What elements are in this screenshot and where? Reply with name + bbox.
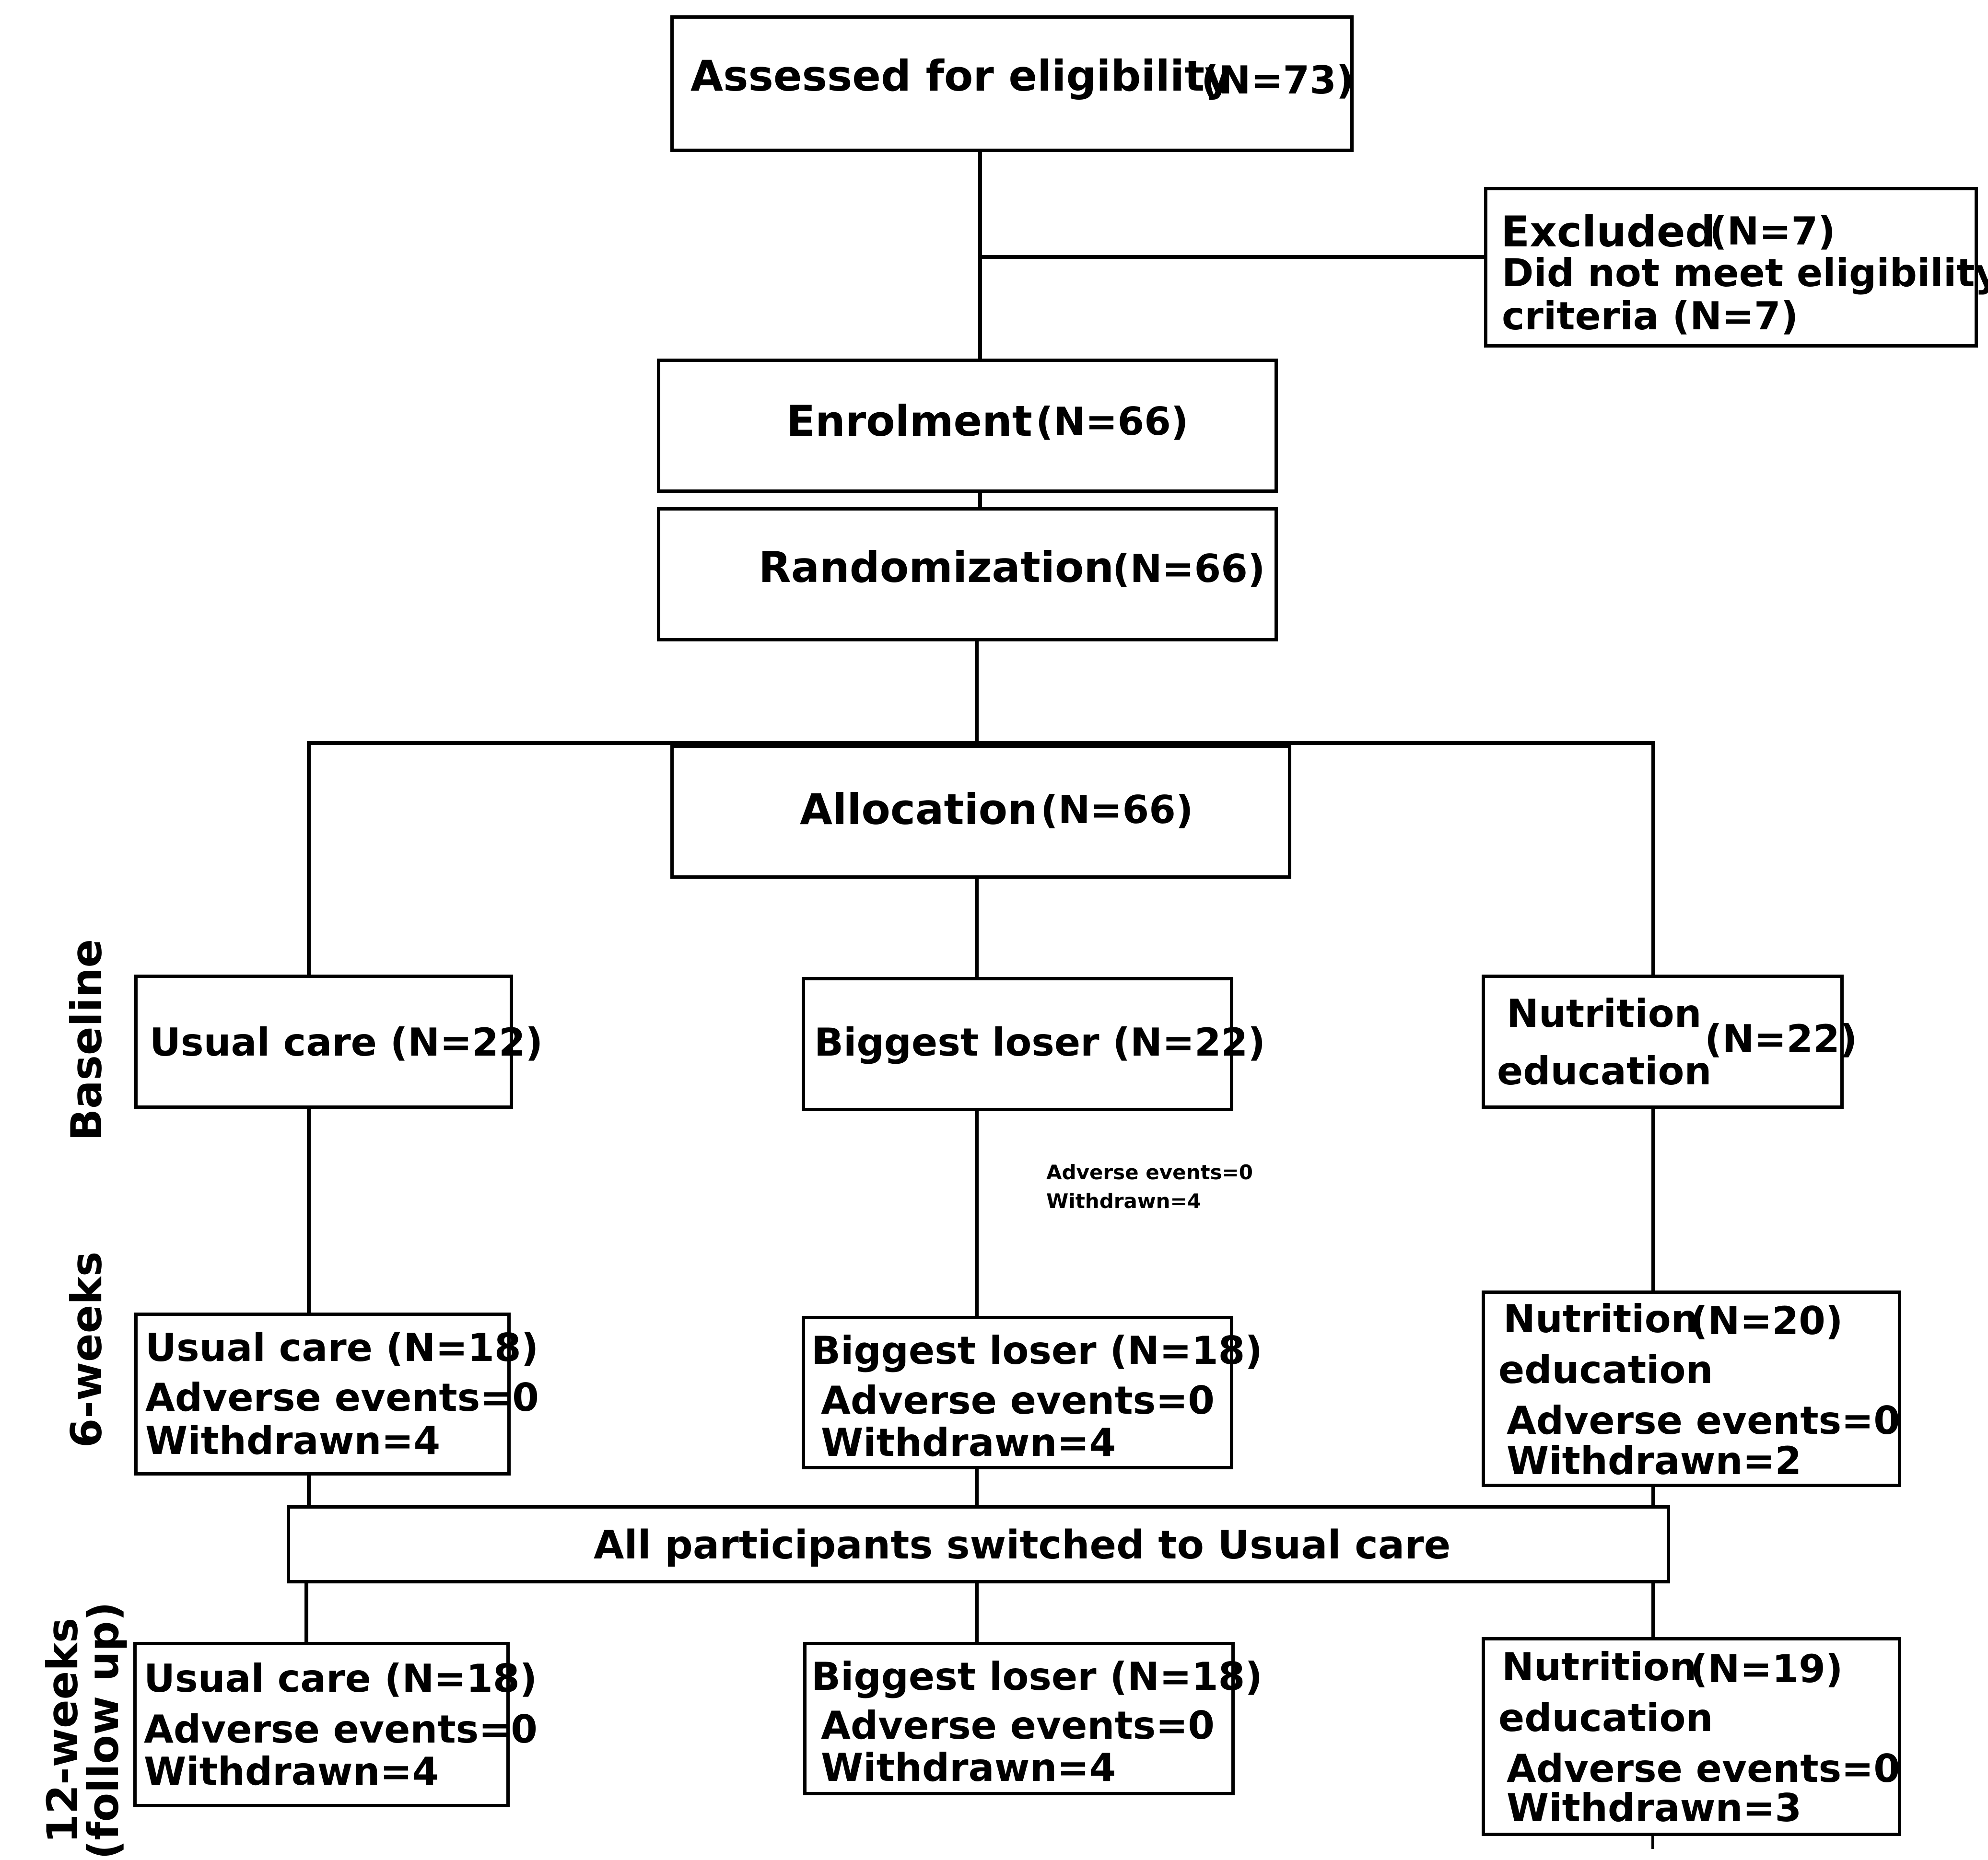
enrolment-count: (N=66) bbox=[1036, 399, 1189, 444]
connector-randomization-split bbox=[975, 641, 979, 743]
week12-usual-care-box bbox=[133, 1642, 510, 1807]
week12-nutrition-box bbox=[1482, 1637, 1901, 1836]
enrolment-box bbox=[657, 359, 1278, 493]
connector-left-baseline-6w bbox=[307, 1107, 311, 1313]
week12-biggest-loser-withdrawn: Withdrawn=4 bbox=[821, 1745, 1116, 1790]
phase-label-6-weeks: 6-weeks bbox=[62, 1251, 111, 1448]
excluded-label: Excluded bbox=[1501, 207, 1716, 256]
allocation-box bbox=[670, 744, 1291, 879]
connector-arm-left bbox=[307, 741, 311, 976]
connector-horizontal-arms bbox=[307, 741, 1655, 745]
excluded-count: (N=7) bbox=[1709, 209, 1836, 254]
phase-label-12-weeks-line2: (follow up) bbox=[79, 1601, 132, 1860]
baseline-nutrition-label-2: education bbox=[1497, 1049, 1712, 1093]
week12-usual-care-adverse: Adverse events=0 bbox=[144, 1707, 538, 1752]
randomization-box bbox=[657, 507, 1278, 641]
week6-nutrition-label-1: Nutrition bbox=[1503, 1297, 1698, 1341]
connector-right-switch-12w bbox=[1651, 1582, 1655, 1637]
week12-biggest-loser-adverse: Adverse events=0 bbox=[821, 1703, 1215, 1748]
baseline-nutrition-label-1: Nutrition bbox=[1507, 991, 1702, 1036]
randomization-label: Randomization bbox=[759, 543, 1114, 592]
baseline-usual-care-box bbox=[134, 975, 513, 1109]
week12-biggest-loser-box bbox=[803, 1642, 1235, 1795]
assessed-label: Assessed for eligibility bbox=[690, 51, 1232, 101]
baseline-biggest-loser-box bbox=[802, 977, 1233, 1111]
switch-banner-box bbox=[287, 1505, 1670, 1583]
connector-left-6w-switch bbox=[307, 1471, 311, 1509]
week12-nutrition-label-1: Nutrition bbox=[1502, 1645, 1697, 1689]
connector-excluded-branch bbox=[978, 255, 1484, 259]
week6-biggest-loser-adverse: Adverse events=0 bbox=[821, 1378, 1215, 1423]
connector-left-switch-12w bbox=[304, 1582, 308, 1642]
week6-nutrition-count: (N=20) bbox=[1690, 1299, 1843, 1343]
excluded-reason-line2: criteria (N=7) bbox=[1502, 294, 1799, 338]
week6-usual-care-adverse: Adverse events=0 bbox=[145, 1375, 539, 1420]
week12-nutrition-label-2: education bbox=[1498, 1696, 1713, 1740]
connector-assessed-enrolment bbox=[978, 149, 982, 360]
connector-allocation-middle bbox=[975, 875, 979, 978]
week12-biggest-loser-title: Biggest loser (N=18) bbox=[811, 1654, 1263, 1699]
connector-middle-switch-12w bbox=[975, 1582, 979, 1642]
week6-nutrition-withdrawn: Withdrawn=2 bbox=[1507, 1439, 1802, 1483]
week6-biggest-loser-withdrawn: Withdrawn=4 bbox=[821, 1420, 1116, 1465]
week6-nutrition-box bbox=[1482, 1290, 1901, 1487]
connector-middle-baseline-6w bbox=[975, 1107, 979, 1316]
week6-biggest-loser-box bbox=[802, 1316, 1233, 1469]
phase-label-baseline: Baseline bbox=[62, 939, 111, 1141]
week12-usual-care-withdrawn: Withdrawn=4 bbox=[144, 1749, 439, 1794]
week12-usual-care-title: Usual care (N=18) bbox=[144, 1656, 538, 1701]
week12-nutrition-withdrawn: Withdrawn=3 bbox=[1507, 1786, 1802, 1830]
assessed-count: (N=73) bbox=[1201, 58, 1354, 103]
week6-usual-care-withdrawn: Withdrawn=4 bbox=[145, 1418, 441, 1463]
randomization-count: (N=66) bbox=[1112, 546, 1265, 591]
week6-biggest-loser-title: Biggest loser (N=18) bbox=[811, 1328, 1263, 1373]
week12-nutrition-adverse: Adverse events=0 bbox=[1507, 1746, 1900, 1791]
baseline-usual-care-label: Usual care (N=22) bbox=[150, 1020, 543, 1065]
baseline-nutrition-box bbox=[1482, 975, 1844, 1109]
connector-right-6w-switch bbox=[1651, 1484, 1655, 1509]
week12-nutrition-count: (N=19) bbox=[1690, 1647, 1843, 1691]
note-withdrawn: Withdrawn=4 bbox=[1046, 1189, 1201, 1213]
baseline-nutrition-count: (N=22) bbox=[1705, 1017, 1858, 1061]
baseline-biggest-loser-label: Biggest loser (N=22) bbox=[814, 1020, 1265, 1065]
allocation-count: (N=66) bbox=[1041, 788, 1193, 832]
week6-nutrition-adverse: Adverse events=0 bbox=[1507, 1398, 1900, 1443]
excluded-box bbox=[1484, 187, 1978, 348]
assessed-box bbox=[670, 15, 1354, 152]
connector-right-bottom-tail bbox=[1651, 1835, 1654, 1849]
connector-middle-6w-switch bbox=[975, 1467, 979, 1509]
connector-enrolment-randomization bbox=[978, 490, 982, 509]
connector-right-baseline-6w bbox=[1651, 1107, 1655, 1292]
week6-usual-care-title: Usual care (N=18) bbox=[145, 1325, 539, 1370]
allocation-label: Allocation bbox=[800, 785, 1038, 834]
week6-nutrition-label-2: education bbox=[1498, 1348, 1713, 1392]
switch-banner-text: All participants switched to Usual care bbox=[594, 1523, 1451, 1568]
excluded-reason-line1: Did not meet eligibility bbox=[1502, 251, 1988, 295]
phase-label-follow-up: (follow up) bbox=[79, 1602, 128, 1860]
enrolment-label: Enrolment bbox=[786, 396, 1032, 446]
connector-arm-right bbox=[1651, 741, 1655, 976]
note-adverse-events: Adverse events=0 bbox=[1046, 1161, 1253, 1184]
week6-usual-care-box bbox=[134, 1313, 511, 1476]
